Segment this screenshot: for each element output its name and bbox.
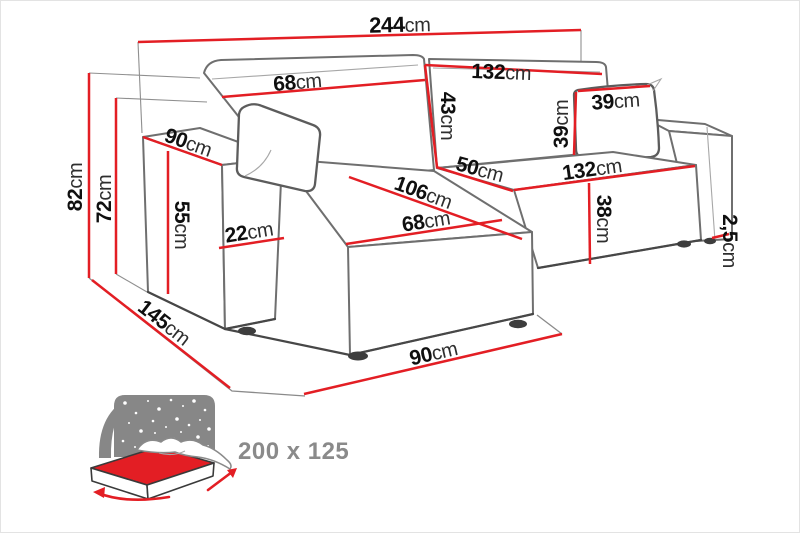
dim-line-pillow-height	[572, 91, 578, 156]
ext-line-total-height-top	[88, 72, 201, 79]
sofa-backrest-left	[203, 54, 435, 185]
bed-blanket-fold	[158, 450, 186, 456]
sofa-foot	[238, 326, 256, 336]
floor-outline-right	[536, 314, 563, 335]
dim-line-backrest-height	[423, 64, 439, 168]
star-dots	[121, 398, 211, 450]
sofa-backrest-left-fold	[211, 64, 419, 80]
dim-line-leg-height	[711, 232, 730, 240]
unfold-arrow-left-head	[93, 487, 105, 498]
sofa-foot	[704, 237, 716, 245]
dim-label-base-front-width: 90cm	[407, 337, 459, 370]
ext-line-back-height-top	[115, 97, 208, 103]
sleeping-area-size: 200 x 125	[238, 438, 349, 465]
dim-line-total-width	[137, 28, 582, 44]
dim-line-seat-front-width	[513, 164, 696, 192]
sofa-foot	[348, 351, 368, 361]
ext-line-back-height-bottom	[115, 273, 148, 293]
sofa-foot	[677, 240, 691, 248]
unfold-arrow-right-head	[227, 468, 237, 478]
dim-line-total-depth	[91, 279, 231, 389]
dim-label-backrest-right-width: 132cm	[471, 60, 531, 85]
dim-label-armrest-height: 55cm	[170, 201, 193, 249]
dimension-lines	[87, 28, 730, 396]
dim-label-total-height: 82cm	[64, 163, 87, 211]
sofa-chaise-front	[347, 231, 534, 356]
ext-line-total-width-left	[137, 41, 143, 134]
bed-side-right	[146, 462, 215, 500]
dim-line-pillow-width	[577, 84, 651, 93]
dim-label-back-height: 72cm	[93, 175, 116, 223]
sofa-foot	[509, 319, 527, 329]
dim-line-seat-height	[587, 182, 592, 265]
dim-label-seat-front-width: 132cm	[561, 154, 623, 185]
dim-line-seat-depth	[435, 165, 514, 193]
dim-label-armrest-width: 22cm	[223, 217, 274, 247]
dim-label-backrest-height: 43cm	[436, 92, 459, 140]
dim-line-armrest-width	[218, 236, 285, 250]
sofa-armrest-right-edge	[706, 126, 716, 242]
dim-line-base-front-width	[303, 332, 563, 396]
moon-swoosh-icon	[98, 400, 127, 458]
unfold-arrow-right	[206, 470, 234, 492]
dim-line-chaise-length	[348, 175, 523, 241]
dim-line-backrest-left-width	[221, 78, 426, 99]
dim-line-chaise-width	[345, 218, 503, 246]
dim-line-armrest-depth	[142, 135, 223, 167]
dim-label-total-width: 244cm	[369, 11, 431, 38]
dim-label-leg-height: 2,5cm	[718, 214, 741, 268]
sofa-pillow-left	[235, 103, 322, 193]
dim-label-seat-height: 38cm	[592, 195, 615, 243]
dim-line-backrest-right-width	[424, 63, 603, 76]
sleeping-function-icon: 200 x 125	[90, 395, 349, 501]
sofa-pillow-left-crease	[244, 149, 272, 177]
dim-label-pillow-width: 39cm	[591, 88, 641, 114]
sofa-seat-right-bottom-edge	[536, 238, 703, 270]
dim-label-pillow-height: 39cm	[550, 100, 573, 148]
bed-blanket-icon	[136, 437, 232, 470]
dim-label-backrest-left-width: 68cm	[272, 69, 322, 96]
dim-label-chaise-width: 68cm	[400, 206, 451, 236]
dimension-labels: 244cm 68cm 132cm 43cm 39cm 39cm 90cm 82c…	[64, 11, 741, 370]
sofa-pillow-right-corner	[646, 77, 663, 92]
